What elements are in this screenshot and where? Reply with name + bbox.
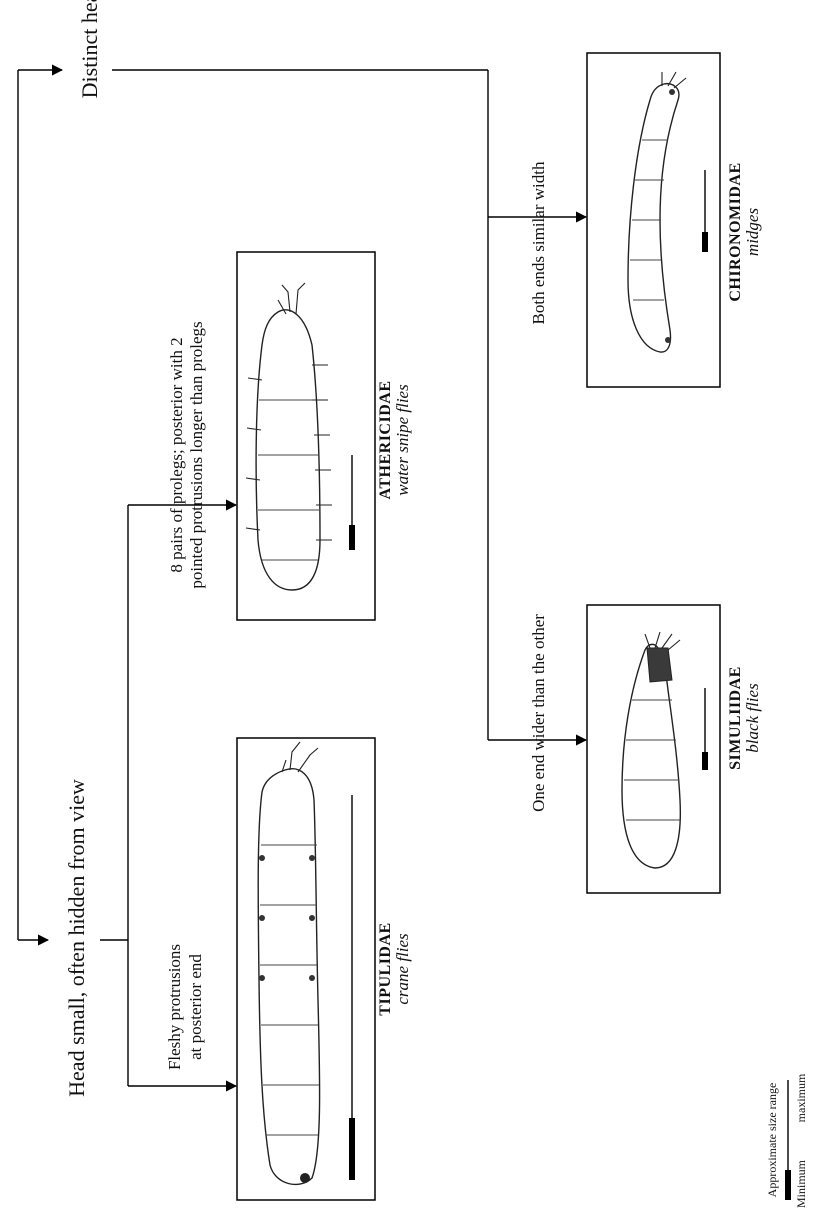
simuliidae-common-name: black flies [743,683,762,753]
key-connector-lines [17,64,588,1092]
lead-fleshy-protrusions-line1: Fleshy protrusions [165,944,184,1070]
tipulidae-family-name: TIPULIDAE [377,922,394,1015]
lead-prolegs-line1: 8 pairs of prolegs; posterior with 2 [167,337,186,572]
family-box-tipulidae [236,737,376,1201]
chironomidae-larva-illustration [627,71,687,353]
lead-one-end-wider: One end wider than the other [529,614,548,812]
simuliidae-larva-illustration [621,631,682,869]
key-lead-texts: Head small, often hidden from view Disti… [64,0,548,1097]
size-range-legend: Approximate size range Minimum maximum [765,1073,808,1208]
legend-minimum-label: Minimum [794,1159,808,1208]
legend-title: Approximate size range [765,1083,779,1198]
simuliidae-family-name: SIMULIIDAE [727,666,744,770]
lead-both-ends-similar: Both ends similar width [529,161,548,324]
lead-fleshy-protrusions-line2: at posterior end [186,954,205,1060]
athericidae-larva-illustration [245,282,332,591]
chironomidae-common-name: midges [743,208,762,257]
family-box-simuliidae [586,604,721,894]
legend-maximum-label: maximum [794,1073,808,1122]
family-box-chironomidae [586,52,721,388]
lead-prolegs-line2: pointed protrusions longer than prolegs [187,321,206,588]
simuliidae-head-capsule [646,647,673,683]
tipulidae-larva-illustration [257,741,321,1186]
family-box-athericidae [236,251,376,621]
tipulidae-common-name: crane flies [393,933,412,1005]
lead-distinct-head: Distinct head [77,0,102,98]
athericidae-common-name: water snipe flies [393,384,412,496]
chironomidae-family-name: CHIRONOMIDAE [727,162,744,301]
athericidae-family-name: ATHERICIDAE [377,381,394,500]
lead-head-small: Head small, often hidden from view [64,779,89,1097]
